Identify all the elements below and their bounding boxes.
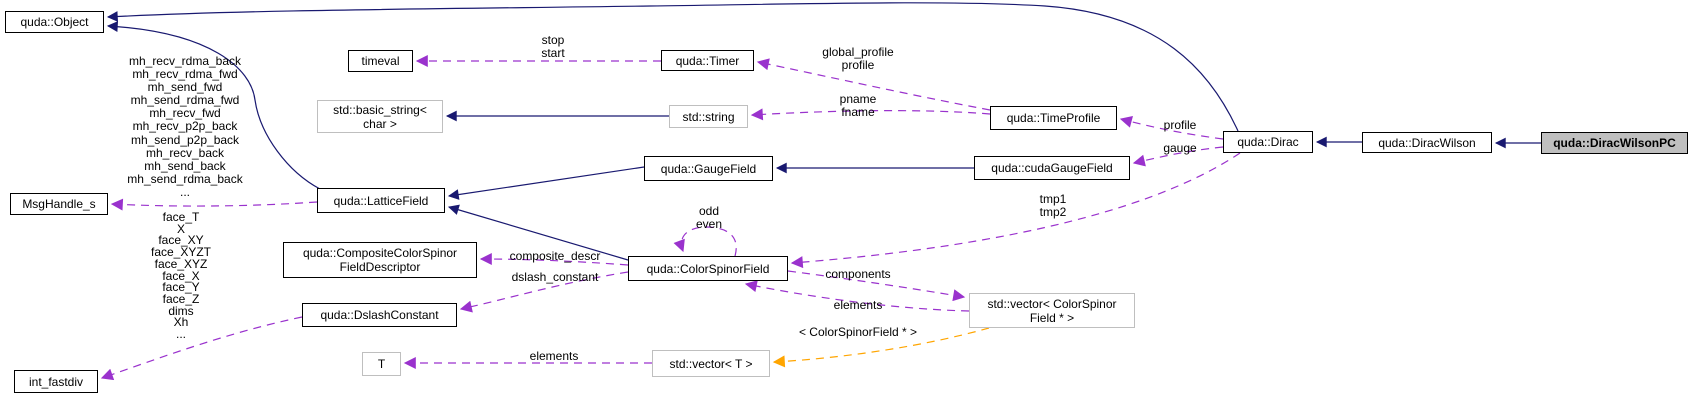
edge-label-odd-even: odd even: [695, 204, 723, 231]
edge-usage-colorspinorfield-dslashconstant: [459, 271, 629, 313]
node-msghandle-s[interactable]: MsgHandle_s: [10, 193, 108, 215]
node-quda-diracwilson[interactable]: quda::DiracWilson: [1362, 132, 1492, 153]
node-std-vector-t[interactable]: std::vector< T >: [652, 350, 770, 377]
node-quda-diracwilsonpc: quda::DiracWilsonPC: [1541, 132, 1688, 154]
node-quda-timeprofile[interactable]: quda::TimeProfile: [990, 106, 1117, 130]
node-timeval[interactable]: timeval: [348, 50, 413, 72]
node-quda-latticefield[interactable]: quda::LatticeField: [317, 188, 445, 213]
edge-usage-dslashconstant-intfastdiv: [100, 316, 303, 381]
edge-label-elements-t: elements: [529, 349, 579, 363]
node-int-fastdiv[interactable]: int_fastdiv: [14, 370, 98, 393]
node-quda-cudagaugefield[interactable]: quda::cudaGaugeField: [974, 156, 1130, 180]
node-quda-dslashconstant[interactable]: quda::DslashConstant: [302, 303, 457, 327]
node-quda-dirac[interactable]: quda::Dirac: [1223, 131, 1313, 153]
edge-usage-timeprofile-timer: [756, 58, 991, 111]
node-t[interactable]: T: [362, 352, 401, 376]
edge-label-profile: profile: [1163, 118, 1197, 132]
node-std-string[interactable]: std::string: [669, 105, 748, 128]
edge-label-components: components: [825, 267, 891, 281]
node-quda-compositecolorspinorfielddescriptor[interactable]: quda::CompositeColorSpinor FieldDescript…: [283, 242, 477, 278]
edge-label-composite-descr: composite_descr: [509, 249, 601, 263]
node-quda-object[interactable]: quda::Object: [5, 11, 104, 33]
edge-label-template-args: < ColorSpinorField * >: [798, 325, 918, 339]
edge-usage-timeprofile-string: [750, 108, 991, 121]
node-quda-colorspinorfield[interactable]: quda::ColorSpinorField: [628, 256, 788, 281]
edge-inherits-gaugefield-latticefield: [447, 166, 645, 200]
edge-usage-dirac-colorspinorfield: [790, 152, 1241, 269]
edge-inherits-latticefield-object: [106, 21, 321, 190]
edge-usage-colorspinorfield-compositedescriptor: [479, 253, 629, 266]
edge-label-elements-csf: elements: [833, 298, 883, 312]
node-quda-gaugefield[interactable]: quda::GaugeField: [644, 156, 773, 181]
node-std-vector-colorspinorfield-ptr[interactable]: std::vector< ColorSpinor Field * >: [969, 293, 1135, 328]
edge-label-dslash-constant: dslash_constant: [511, 270, 599, 284]
edge-inherits-colorspinorfield-latticefield: [447, 204, 629, 261]
edge-label-tmp1-tmp2: tmp1 tmp2: [1039, 192, 1067, 219]
edge-label-pname-fname: pname fname: [839, 92, 877, 119]
edge-usage-colorspinorfield-self-loop: [673, 226, 737, 257]
edge-label-intfastdiv-members: face_T X face_XY face_XYZT face_XYZ face…: [150, 210, 212, 342]
edge-usage-dirac-cudagaugefield: [1132, 146, 1224, 167]
edge-label-stop-start: stop start: [541, 33, 565, 60]
edge-label-msghandle-members: mh_recv_rdma_back mh_recv_rdma_fwd mh_se…: [127, 54, 243, 199]
edge-label-global-profile: global_profile profile: [822, 45, 894, 72]
edge-usage-vectorcsf-colorspinorfield-elements: [744, 280, 970, 312]
edge-label-gauge: gauge: [1163, 141, 1197, 155]
node-quda-timer[interactable]: quda::Timer: [661, 50, 754, 71]
edge-inherits-dirac-object: [106, 2, 1239, 132]
edge-usage-latticefield-msghandle: [110, 198, 318, 211]
edge-usage-colorspinorfield-vectorcsf-components: [787, 270, 966, 302]
node-std-basic-string[interactable]: std::basic_string< char >: [317, 100, 443, 133]
